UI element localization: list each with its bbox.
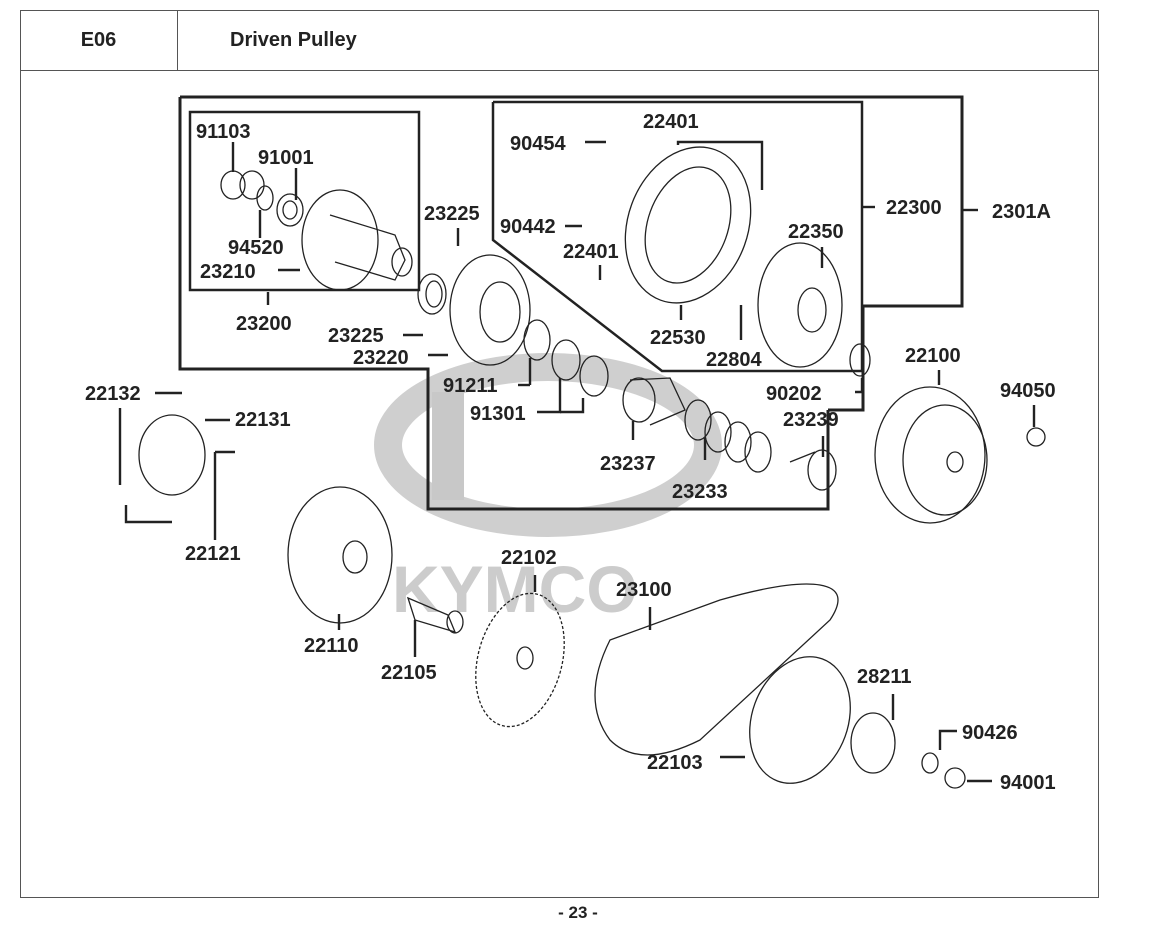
part-oil-seal-91211 [523, 319, 551, 361]
label-22100: 22100 [905, 345, 961, 367]
part-oil-seal [417, 273, 447, 315]
label-2301A: 2301A [992, 201, 1051, 223]
part-driven-face [301, 189, 413, 291]
label-90202: 90202 [766, 383, 822, 405]
label-23200: 23200 [236, 313, 292, 335]
page-number: - 23 - [558, 903, 598, 922]
page-title: Driven Pulley [178, 10, 1099, 71]
label-23100: 23100 [616, 579, 672, 601]
label-23210: 23210 [200, 261, 256, 283]
label-23225-lower: 23225 [328, 325, 384, 347]
label-22530: 22530 [650, 327, 706, 349]
part-driven-face-spring [684, 399, 772, 473]
label-22401-upper: 22401 [643, 111, 699, 133]
label-23237: 23237 [600, 453, 656, 475]
label-22300: 22300 [886, 197, 942, 219]
part-nut-94001 [944, 767, 966, 789]
label-22350: 22350 [788, 221, 844, 243]
part-ball-bearing [276, 193, 304, 227]
label-91301: 91301 [470, 403, 526, 425]
part-ramp-plate [138, 414, 206, 496]
label-22102: 22102 [501, 547, 557, 569]
part-clutch-outer [874, 386, 988, 524]
part-nut-94050 [1026, 427, 1046, 447]
part-clutch-shoes [624, 146, 752, 304]
label-91103: 91103 [196, 121, 251, 143]
label-91211: 91211 [443, 375, 498, 397]
part-movable-drive-face [287, 486, 393, 624]
part-drive-face-collar [406, 596, 464, 634]
part-drive-belt [594, 583, 839, 756]
label-22110: 22110 [304, 635, 359, 657]
part-collar [622, 377, 686, 426]
part-washer-90426 [921, 752, 939, 774]
part-movable-driven-face [449, 254, 531, 366]
part-lock-nut [849, 343, 871, 377]
label-90454: 90454 [510, 133, 566, 155]
label-23233: 23233 [672, 481, 728, 503]
part-one-way-clutch [850, 712, 896, 774]
label-94001: 94001 [1000, 772, 1056, 794]
label-22401-lower: 22401 [563, 241, 619, 263]
label-22105: 22105 [381, 662, 437, 684]
part-starter-gear [475, 592, 565, 728]
label-23220: 23220 [353, 347, 409, 369]
fixed-face-assembly-box [188, 110, 421, 292]
label-28211: 28211 [857, 666, 912, 688]
watermark-brand-text: KYMCO [392, 552, 638, 626]
outer-assembly-box [180, 95, 964, 412]
part-fan-drive-face [749, 656, 851, 784]
section-code: E06 [20, 10, 178, 71]
label-22103: 22103 [647, 752, 703, 774]
label-94050: 94050 [1000, 380, 1056, 402]
part-clutch-plate [757, 242, 843, 368]
label-94520: 94520 [228, 237, 284, 259]
part-o-ring-1 [551, 339, 581, 381]
label-22132: 22132 [85, 383, 141, 405]
label-22121: 22121 [185, 543, 241, 565]
label-22131: 22131 [235, 409, 291, 431]
part-circlip [256, 185, 274, 211]
label-91001: 91001 [258, 147, 314, 169]
page-frame [20, 10, 1099, 898]
label-90426: 90426 [962, 722, 1018, 744]
label-23225-upper: 23225 [424, 203, 480, 225]
label-90442: 90442 [500, 216, 556, 238]
outer-assembly-box-lower [178, 97, 830, 511]
label-22804: 22804 [706, 349, 762, 371]
leader-lines [118, 140, 1036, 783]
label-23239: 23239 [783, 409, 839, 431]
watermark-k-stem [432, 392, 464, 500]
clutch-assembly-box [491, 100, 864, 373]
part-o-ring-2 [579, 355, 609, 397]
